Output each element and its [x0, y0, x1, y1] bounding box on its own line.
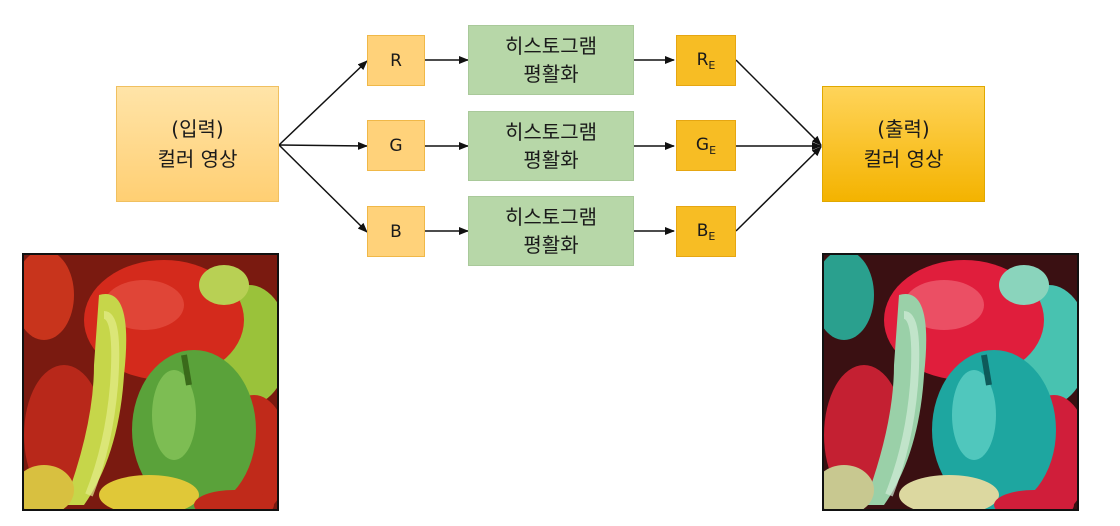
- input-label-line2: 컬러 영상: [158, 144, 238, 174]
- be-sub: E: [708, 230, 715, 243]
- ge-sub: E: [709, 144, 716, 157]
- eq-r-line1: 히스토그램: [505, 32, 597, 60]
- eq-b-line2: 평활화: [523, 231, 578, 259]
- histogram-equalization-b-box: 히스토그램 평활화: [468, 196, 634, 266]
- channel-g-label: G: [389, 136, 402, 156]
- channel-re-box: RE: [676, 35, 736, 86]
- channel-b-box: B: [367, 206, 425, 257]
- arrow-input-to-r: [279, 61, 367, 145]
- channel-r-label: R: [390, 51, 402, 71]
- output-label-line2: 컬러 영상: [864, 144, 944, 174]
- channel-b-label: B: [390, 222, 402, 242]
- output-peppers-image: [822, 253, 1079, 511]
- output-color-image-box: (출력) 컬러 영상: [822, 86, 985, 202]
- arrow-input-to-g: [279, 145, 367, 146]
- channel-g-box: G: [367, 120, 425, 171]
- input-peppers-image: [22, 253, 279, 511]
- ge-base: G: [696, 135, 709, 155]
- arrow-input-to-b: [279, 145, 367, 232]
- eq-b-line1: 히스토그램: [505, 203, 597, 231]
- output-label-line1: (출력): [877, 114, 929, 144]
- channel-ge-box: GE: [676, 120, 736, 171]
- input-color-image-box: (입력) 컬러 영상: [116, 86, 279, 202]
- arrow-re-to-output: [736, 60, 821, 145]
- arrow-be-to-output: [736, 147, 821, 231]
- channel-be-box: BE: [676, 206, 736, 257]
- eq-r-line2: 평활화: [523, 60, 578, 88]
- eq-g-line1: 히스토그램: [505, 118, 597, 146]
- eq-g-line2: 평활화: [523, 146, 578, 174]
- re-base: R: [697, 50, 709, 70]
- be-base: B: [697, 221, 709, 241]
- re-sub: E: [708, 59, 715, 72]
- channel-r-box: R: [367, 35, 425, 86]
- input-label-line1: (입력): [171, 114, 223, 144]
- histogram-equalization-g-box: 히스토그램 평활화: [468, 111, 634, 181]
- histogram-equalization-r-box: 히스토그램 평활화: [468, 25, 634, 95]
